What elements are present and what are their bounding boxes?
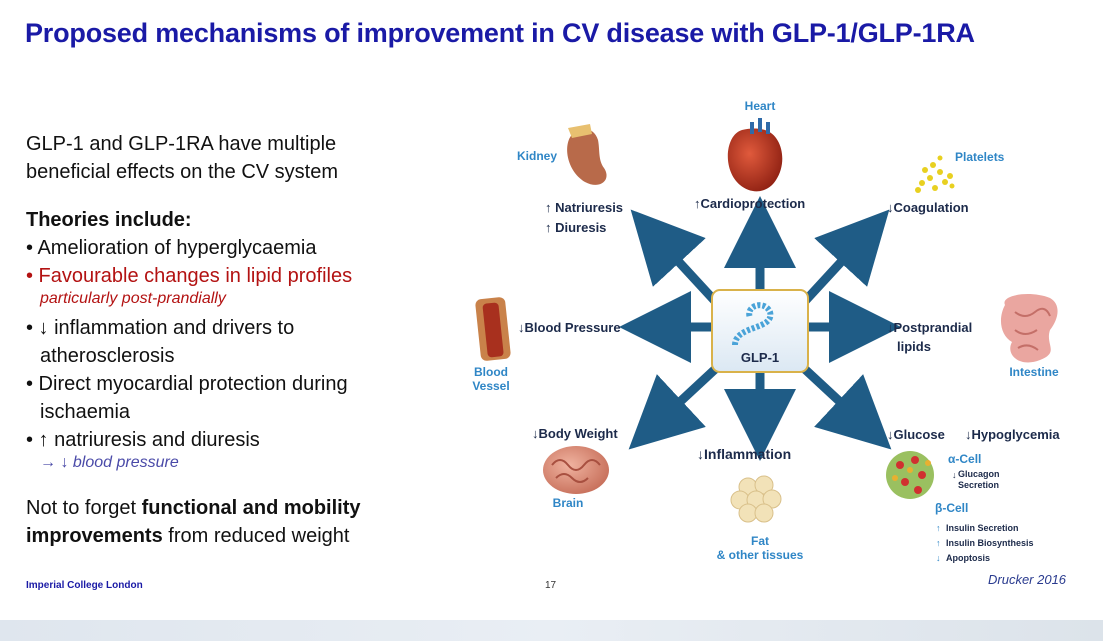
- bullet-inflammation: • ↓ inflammation and drivers to: [26, 317, 295, 339]
- fat-label-line1: Fat: [751, 534, 769, 548]
- bullet-natriuresis-subnote: → ↓ blood pressure: [40, 454, 179, 471]
- heart-label: Heart: [745, 99, 776, 113]
- islet-icon: [886, 451, 934, 499]
- slide-title: Proposed mechanisms of improvement in CV…: [25, 18, 975, 48]
- postprandial-label: ↓Postprandial: [887, 320, 972, 335]
- peptide-icon: [732, 302, 774, 346]
- down-arrow-glucagon: ↓: [952, 470, 957, 480]
- beta-cell-label: β-Cell: [935, 501, 968, 515]
- outro-text: Not to forget functional and mobility im…: [26, 494, 446, 550]
- insulin-biosynthesis-label: Insulin Biosynthesis: [946, 538, 1034, 548]
- cardioprotection-label: ↑Cardioprotection: [694, 196, 805, 211]
- platelets-icon: [915, 155, 955, 193]
- intestine-icon: [1000, 294, 1058, 363]
- brain-icon: [543, 446, 609, 494]
- apoptosis-label: Apoptosis: [946, 553, 990, 563]
- fat-label-line2: & other tissues: [717, 548, 804, 562]
- intestine-label: Intestine: [1009, 365, 1059, 379]
- lipids-label: lipids: [897, 339, 931, 354]
- kidney-icon: [567, 124, 607, 185]
- body-weight-label: ↓Body Weight: [532, 426, 618, 441]
- down-arrow-apoptosis: ↓: [936, 553, 941, 563]
- bullet-inflammation-cont: atherosclerosis: [40, 345, 175, 367]
- bullet-lipid-subnote: particularly post-prandially: [40, 290, 226, 307]
- outro-part1: Not to forget: [26, 497, 142, 519]
- institution-footer: Imperial College London: [26, 580, 143, 591]
- hypoglycemia-label: ↓Hypoglycemia: [965, 427, 1060, 442]
- bullet-lipid-profiles: • Favourable changes in lipid profiles: [26, 265, 353, 287]
- bullet-hyperglycaemia: • Amelioration of hyperglycaemia: [26, 237, 317, 259]
- outro-rest: from reduced weight: [162, 525, 350, 547]
- up-arrow-insulin-sec: ↑: [936, 523, 941, 533]
- intro-text: GLP-1 and GLP-1RA have multiple benefici…: [26, 133, 339, 183]
- brain-label: Brain: [553, 496, 584, 510]
- insulin-secretion-label: Insulin Secretion: [946, 523, 1019, 533]
- blood-vessel-icon: [475, 297, 511, 361]
- glucose-label: ↓Glucose: [887, 427, 945, 442]
- blood-pressure-label: ↓Blood Pressure: [518, 320, 621, 335]
- glucagon-label-line1: Glucagon: [958, 469, 1000, 479]
- page-number: 17: [545, 580, 557, 591]
- outro-bold-functional: functional and mobility: [141, 497, 361, 519]
- bottom-band: [0, 620, 1103, 641]
- theories-heading: Theories include:: [26, 209, 192, 231]
- diuresis-label: ↑ Diuresis: [545, 220, 606, 235]
- inflammation-label: ↓Inflammation: [697, 446, 791, 462]
- bullet-natriuresis: • ↑ natriuresis and diuresis: [26, 429, 260, 451]
- natriuresis-label: ↑ Natriuresis: [545, 200, 623, 215]
- arrow-downleft: [628, 356, 729, 450]
- citation: Drucker 2016: [988, 572, 1067, 587]
- vessel-label-line1: Blood: [474, 365, 508, 379]
- bullet-myocardial: • Direct myocardial protection during: [26, 373, 348, 395]
- bullet-myocardial-cont: ischaemia: [40, 401, 131, 423]
- coagulation-label: ↓Coagulation: [887, 200, 969, 215]
- outro-bold-improvements: improvements: [26, 525, 163, 547]
- arrow-downright: [791, 356, 892, 450]
- up-arrow-insulin-bio: ↑: [936, 538, 941, 548]
- kidney-label: Kidney: [517, 149, 557, 163]
- fat-icon: [730, 475, 782, 523]
- vessel-label-line2: Vessel: [472, 379, 509, 393]
- glp1-center-box: GLP-1: [711, 289, 809, 373]
- heart-icon: [727, 118, 783, 192]
- left-text-column: GLP-1 and GLP-1RA have multiple benefici…: [26, 130, 446, 550]
- center-label: GLP-1: [741, 350, 779, 365]
- alpha-cell-label: α-Cell: [948, 452, 981, 466]
- platelets-label: Platelets: [955, 150, 1005, 164]
- glucagon-label-line2: Secretion: [958, 480, 999, 490]
